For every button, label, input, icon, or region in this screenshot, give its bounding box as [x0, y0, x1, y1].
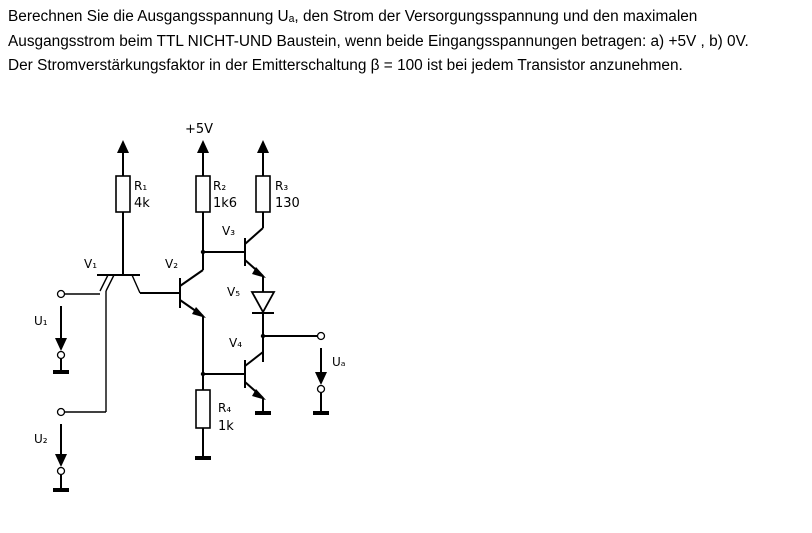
task-line-3: Der Stromverstärkungsfaktor in der Emitt… — [8, 57, 683, 74]
r1-name: R₁ — [134, 179, 147, 193]
resistor-r3 — [255, 175, 271, 213]
transistor-v1 — [97, 274, 180, 294]
diode-v5 — [250, 291, 276, 362]
supply-label: +5V — [185, 122, 213, 137]
r3-name: R₃ — [275, 179, 288, 193]
r1-value: 4k — [134, 196, 150, 211]
v2-label: V₂ — [165, 257, 178, 271]
ua-label: Uₐ — [332, 355, 345, 369]
v4-label: V₄ — [229, 336, 242, 350]
r3-value: 130 — [275, 196, 300, 211]
task-text: Berechnen Sie die Ausgangsspannung Uₐ, d… — [8, 5, 808, 79]
r4-value: 1k — [218, 419, 234, 434]
r4-name: R₄ — [218, 401, 231, 415]
transistor-v3 — [203, 227, 266, 292]
resistor-r4 — [195, 389, 211, 429]
v1-label: V₁ — [84, 257, 97, 271]
u1-label: U₁ — [34, 314, 48, 328]
transistor-v4 — [203, 351, 271, 415]
task-line-2: Ausgangsstrom beim TTL NICHT-UND Baustei… — [8, 32, 749, 50]
r2-value: 1k6 — [213, 196, 237, 211]
r2-name: R₂ — [213, 179, 226, 193]
resistor-r2 — [195, 175, 211, 213]
v5-label: V₅ — [227, 285, 240, 299]
input-u2-terminal — [56, 407, 66, 417]
task-line-1: Berechnen Sie die Ausgangsspannung Uₐ, d… — [8, 8, 698, 25]
input-u1-terminal — [56, 289, 66, 299]
v3-label: V₃ — [222, 224, 235, 238]
u2-label: U₂ — [34, 432, 48, 446]
resistor-r1 — [115, 175, 131, 213]
output-terminal — [316, 331, 326, 341]
supply-arrows — [117, 140, 269, 176]
transistor-v2 — [179, 246, 206, 390]
